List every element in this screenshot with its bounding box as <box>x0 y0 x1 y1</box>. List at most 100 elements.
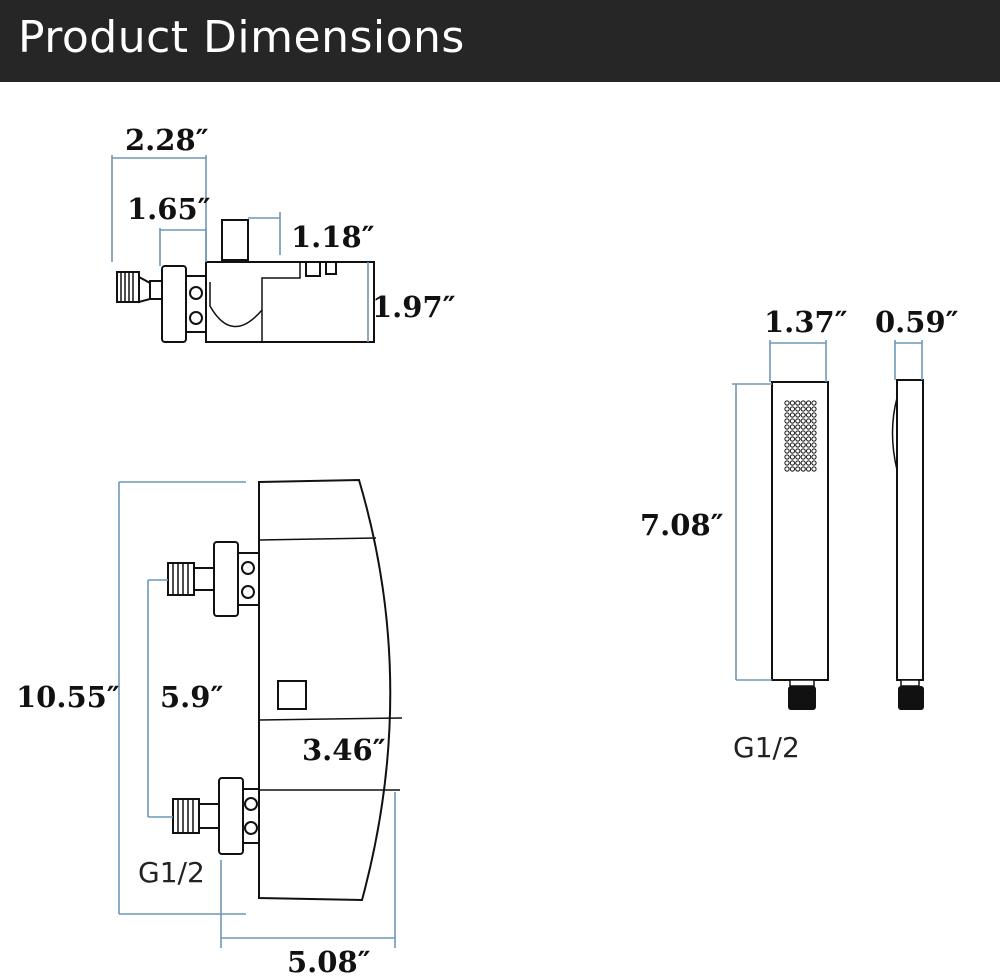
nozzle-dot <box>800 406 806 412</box>
nozzle-dot <box>789 436 796 442</box>
nozzle-dot <box>806 466 812 472</box>
bracket-cone <box>138 275 151 304</box>
nozzle-dot <box>795 406 801 412</box>
valve-lower-inlet-thread <box>172 798 200 834</box>
title-bar: Product Dimensions <box>0 0 1000 82</box>
dim-valve-inlet-spacing: 5.9″ <box>160 680 223 714</box>
valve-body <box>258 478 392 902</box>
nozzle-dot <box>806 442 812 448</box>
nozzle-dot <box>795 466 801 472</box>
nozzle-dot <box>800 436 806 442</box>
nozzle-dot <box>800 460 806 466</box>
nozzle-dot <box>811 454 817 460</box>
valve-body-drawing: 10.55″ 5.9″ 3.46″ 5.08″ G1/2 <box>16 478 403 978</box>
nozzle-dot <box>806 400 812 406</box>
nozzle-dot <box>811 430 817 436</box>
nozzle-dot <box>795 448 801 454</box>
bracket-mount-nut <box>161 265 187 343</box>
dim-valve-depth: 3.46″ <box>302 733 386 767</box>
nozzle-dot <box>795 454 801 460</box>
nozzle-dot <box>784 448 790 454</box>
nozzle-dot <box>806 454 812 460</box>
valve-upper-inlet-thread <box>167 562 195 596</box>
dim-bracket-height: 1.97″ <box>372 290 456 324</box>
nozzle-dot <box>789 454 796 460</box>
nozzle-dot <box>806 424 812 430</box>
nozzle-dot <box>811 412 817 418</box>
dim-bracket-total-depth: 2.28″ <box>125 123 209 157</box>
nozzle-dot <box>806 436 812 442</box>
nozzle-dot <box>784 418 790 424</box>
nozzle-dot <box>811 400 817 406</box>
dim-valve-height: 10.55″ <box>16 680 120 714</box>
nozzle-dot <box>789 442 796 448</box>
nozzle-dot <box>806 418 812 424</box>
handshower-thread-label: G1/2 <box>733 731 800 764</box>
nozzle-dot <box>784 460 790 466</box>
nozzle-dot <box>789 400 796 406</box>
nozzle-dot <box>800 430 806 436</box>
nozzle-dot <box>784 436 790 442</box>
nozzle-dot <box>784 400 790 406</box>
nozzle-dot <box>800 442 806 448</box>
valve-lower-inlet-nut <box>218 777 244 855</box>
nozzle-dot <box>800 466 806 472</box>
nozzle-dot <box>811 406 817 412</box>
nozzle-dot <box>784 466 790 472</box>
nozzle-dot <box>800 448 806 454</box>
nozzle-dot <box>784 412 790 418</box>
page-title: Product Dimensions <box>18 12 465 63</box>
nozzle-dot <box>806 430 812 436</box>
nozzle-dot <box>784 454 790 460</box>
nozzle-dot <box>789 406 796 412</box>
nozzle-dot <box>806 406 812 412</box>
bracket-neck <box>149 280 163 300</box>
handshower-side-connector <box>898 686 924 710</box>
nozzle-dot <box>795 424 801 430</box>
nozzle-dot <box>806 460 812 466</box>
nozzle-dot <box>811 466 817 472</box>
dimension-drawing: 2.28″ 1.65″ 1.18″ 1.97″ <box>16 123 959 978</box>
nozzle-dot <box>784 430 790 436</box>
nozzle-dot <box>811 460 817 466</box>
dim-handshower-thickness: 0.59″ <box>875 305 959 339</box>
nozzle-dot <box>795 400 801 406</box>
nozzle-dot <box>789 418 796 424</box>
valve-thread-label: G1/2 <box>138 856 205 889</box>
valve-indicator-square <box>277 680 307 710</box>
nozzle-dot <box>811 424 817 430</box>
valve-upper-inlet-nut <box>213 541 239 617</box>
nozzle-dot <box>800 412 806 418</box>
dim-bracket-mount-depth: 1.65″ <box>127 192 211 226</box>
handshower-front-connector <box>788 686 816 710</box>
dim-bracket-holder-width: 1.18″ <box>291 220 375 254</box>
dim-valve-total-depth: 5.08″ <box>287 945 371 978</box>
nozzle-dot <box>800 418 806 424</box>
nozzle-dot <box>789 412 796 418</box>
nozzle-dot <box>789 448 796 454</box>
nozzle-dot <box>784 442 790 448</box>
handshower-nozzle-grid <box>784 400 817 472</box>
nozzle-dot <box>811 418 817 424</box>
nozzle-dot <box>795 436 801 442</box>
bracket-holder-body <box>205 261 375 343</box>
bracket-holder-drawing: 2.28″ 1.65″ 1.18″ 1.97″ <box>111 123 456 343</box>
nozzle-dot <box>789 460 796 466</box>
nozzle-dot <box>811 442 817 448</box>
nozzle-dot <box>811 448 817 454</box>
nozzle-dot <box>800 400 806 406</box>
nozzle-dot <box>789 466 796 472</box>
nozzle-dot <box>789 424 796 430</box>
dim-handshower-width: 1.37″ <box>764 305 848 339</box>
nozzle-dot <box>800 454 806 460</box>
nozzle-dot <box>800 424 806 430</box>
handshower-drawing: 1.37″ 0.59″ 7.08″ G1/2 <box>640 305 959 764</box>
handshower-side-body <box>896 379 924 681</box>
nozzle-dot <box>795 460 801 466</box>
nozzle-dot <box>795 430 801 436</box>
nozzle-dot <box>795 412 801 418</box>
nozzle-dot <box>795 442 801 448</box>
nozzle-dot <box>811 436 817 442</box>
nozzle-dot <box>789 430 796 436</box>
bracket-top-knob <box>221 219 249 261</box>
